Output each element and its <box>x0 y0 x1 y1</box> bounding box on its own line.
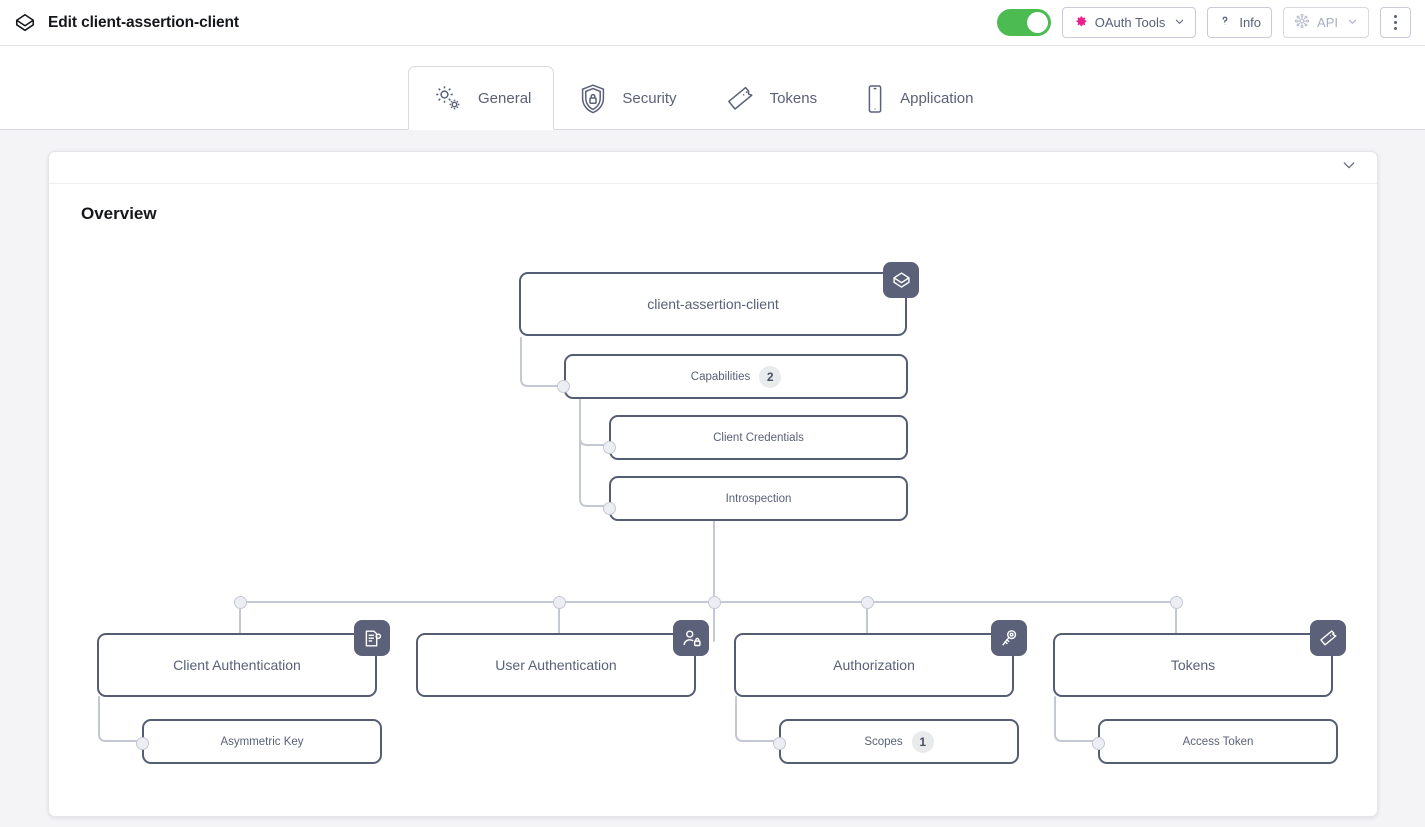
node-introspection[interactable]: Introspection <box>609 476 908 521</box>
key-icon[interactable] <box>991 620 1027 656</box>
question-icon <box>1218 14 1232 31</box>
chevron-down-icon[interactable] <box>1341 157 1357 178</box>
tab-application[interactable]: Application <box>840 66 996 130</box>
user-lock-icon[interactable] <box>673 620 709 656</box>
shield-lock-icon <box>577 82 609 116</box>
info-label: Info <box>1239 15 1262 30</box>
toggle-knob <box>1026 12 1048 33</box>
connector-dot <box>1170 596 1183 609</box>
kebab-dot <box>1394 27 1397 30</box>
info-button[interactable]: Info <box>1207 7 1273 38</box>
chevron-down-icon <box>1172 15 1185 30</box>
connector-dot <box>136 737 149 750</box>
node-root-label: client-assertion-client <box>647 296 779 312</box>
api-label: API <box>1317 15 1338 30</box>
connector-dot <box>861 596 874 609</box>
client-overview-diagram: client-assertion-client Capabilities 2 C… <box>49 152 1379 818</box>
cube-icon[interactable] <box>883 262 919 298</box>
kebab-dot <box>1394 21 1397 24</box>
capabilities-count-badge: 2 <box>759 365 782 388</box>
top-bar-left: Edit client-assertion-client <box>14 12 239 34</box>
oauth-tools-button[interactable]: OAuth Tools <box>1061 7 1197 38</box>
phone-icon <box>863 82 887 116</box>
node-introspection-label: Introspection <box>725 492 792 505</box>
node-client-credentials[interactable]: Client Credentials <box>609 415 908 460</box>
node-asymmetric-key-label: Asymmetric Key <box>220 735 304 748</box>
ticket-icon <box>723 82 757 116</box>
gears-icon <box>431 81 465 115</box>
ticket-icon[interactable] <box>1310 620 1346 656</box>
tab-general[interactable]: General <box>408 66 555 130</box>
api-button[interactable]: API <box>1283 7 1369 38</box>
node-client-authentication-label: Client Authentication <box>173 657 301 673</box>
oauth-tools-label: OAuth Tools <box>1094 15 1166 30</box>
node-capabilities-label: Capabilities <box>690 370 751 383</box>
node-user-authentication-label: User Authentication <box>495 657 617 673</box>
connector-dot <box>603 441 616 454</box>
tab-general-label: General <box>478 89 532 107</box>
cube-icon <box>14 12 36 34</box>
enabled-toggle[interactable] <box>996 9 1051 36</box>
more-options-button[interactable] <box>1380 7 1411 38</box>
connector-dot <box>234 596 247 609</box>
node-capabilities[interactable]: Capabilities 2 <box>564 354 908 399</box>
chevron-down-icon <box>1345 15 1358 30</box>
node-client-credentials-label: Client Credentials <box>713 431 804 444</box>
top-bar: Edit client-assertion-client OAuth Tools <box>0 0 1425 46</box>
document-key-icon[interactable] <box>354 620 390 656</box>
node-access-token-label: Access Token <box>1182 735 1254 748</box>
connector-dot <box>557 380 570 393</box>
node-authorization[interactable]: Authorization <box>734 633 1014 697</box>
connector-dot <box>708 596 721 609</box>
node-authorization-label: Authorization <box>833 657 915 673</box>
top-bar-right: OAuth Tools Info <box>996 7 1411 38</box>
tab-security[interactable]: Security <box>554 66 699 130</box>
node-tokens[interactable]: Tokens <box>1053 633 1333 697</box>
node-scopes-label: Scopes <box>864 735 903 748</box>
tab-security-label: Security <box>622 90 677 107</box>
node-client-authentication[interactable]: Client Authentication <box>97 633 377 697</box>
node-tokens-label: Tokens <box>1170 657 1216 673</box>
gear-icon <box>1073 14 1088 32</box>
api-graph-icon <box>1294 13 1310 32</box>
kebab-dot <box>1394 15 1397 18</box>
tab-application-label: Application <box>900 90 974 107</box>
node-asymmetric-key[interactable]: Asymmetric Key <box>142 719 382 764</box>
node-access-token[interactable]: Access Token <box>1098 719 1338 764</box>
connector-dot <box>603 502 616 515</box>
page-title: Edit client-assertion-client <box>48 13 239 31</box>
connector-dot <box>1092 737 1105 750</box>
tab-tokens-label: Tokens <box>769 90 818 107</box>
node-root[interactable]: client-assertion-client <box>519 272 907 336</box>
page-section-title: Overview <box>81 204 157 223</box>
card-header <box>49 152 1377 184</box>
overview-card: Overview client-assertion-clie <box>48 151 1378 817</box>
tab-tokens[interactable]: Tokens <box>700 66 841 130</box>
node-scopes[interactable]: Scopes 1 <box>779 719 1019 764</box>
connector-dot <box>553 596 566 609</box>
tab-bar: General Security Tokens <box>0 46 1425 130</box>
scopes-count-badge: 1 <box>911 730 934 753</box>
node-user-authentication[interactable]: User Authentication <box>416 633 696 697</box>
connector-dot <box>773 737 786 750</box>
